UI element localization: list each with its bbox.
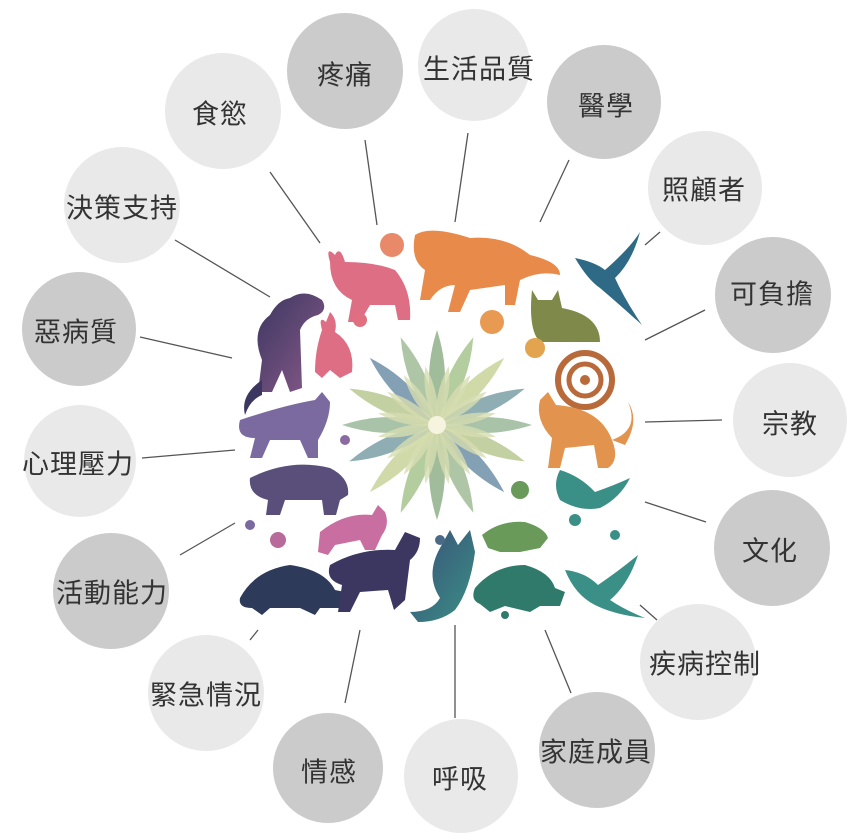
node-label-mobility: 活動能力 — [56, 578, 168, 610]
animal-silhouettes-icon — [239, 230, 645, 622]
node-circle-emotion — [273, 713, 383, 823]
node-circle-culture — [714, 490, 830, 606]
node-circle-emergency — [148, 635, 264, 751]
node-label-appetite: 食慾 — [192, 99, 248, 131]
node-label-disease-control: 疾病控制 — [649, 649, 761, 681]
node-circle-caregiver — [648, 131, 762, 245]
node-circle-breathing — [404, 719, 518, 833]
connector-culture — [644, 501, 707, 523]
node-label-breathing: 呼吸 — [432, 764, 488, 796]
node-label-cachexia: 惡病質 — [34, 317, 118, 349]
node-circle-mobility — [53, 533, 169, 649]
node-circle-cachexia — [22, 272, 136, 386]
node-label-caregiver: 照顧者 — [662, 175, 746, 207]
node-circle-appetite — [165, 53, 281, 169]
node-label-medicine: 醫學 — [578, 91, 634, 123]
node-label-family-members: 家庭成員 — [540, 737, 652, 769]
flower-petals-icon — [342, 330, 532, 520]
connector-affordability — [644, 309, 706, 341]
node-circle-affordability — [715, 237, 831, 353]
connector-religion — [644, 419, 723, 423]
node-label-religion: 宗教 — [762, 409, 818, 441]
node-circle-pain — [287, 13, 403, 129]
connector-appetite — [269, 171, 321, 244]
node-label-mental-stress: 心理壓力 — [22, 449, 134, 481]
connector-caregiver — [644, 231, 661, 246]
connector-quality-of-life — [454, 132, 469, 223]
connector-medicine — [539, 159, 570, 223]
node-circle-medicine — [547, 45, 661, 159]
node-circle-decision-support — [64, 147, 180, 263]
connector-mobility — [179, 522, 236, 556]
node-label-culture: 文化 — [742, 536, 798, 568]
node-circle-family-members — [539, 692, 655, 808]
connector-pain — [364, 139, 378, 226]
connector-mental-stress — [141, 449, 236, 459]
node-label-affordability: 可負擔 — [730, 279, 814, 311]
connector-cachexia — [139, 336, 233, 359]
node-circle-disease-control — [640, 604, 756, 720]
node-circle-quality-of-life — [418, 9, 530, 121]
connector-emergency — [249, 629, 259, 641]
node-label-emotion: 情感 — [301, 757, 357, 789]
node-label-pain: 疼痛 — [317, 60, 373, 92]
connector-disease-control — [639, 604, 658, 621]
connector-emotion — [344, 629, 361, 704]
connector-family-members — [544, 629, 572, 694]
node-label-decision-support: 決策支持 — [66, 193, 178, 225]
connector-decision-support — [174, 239, 271, 298]
node-circle-mental-stress — [24, 405, 136, 517]
node-label-quality-of-life: 生活品質 — [423, 54, 535, 86]
node-label-emergency: 緊急情況 — [150, 680, 262, 712]
node-circle-religion — [733, 363, 847, 477]
